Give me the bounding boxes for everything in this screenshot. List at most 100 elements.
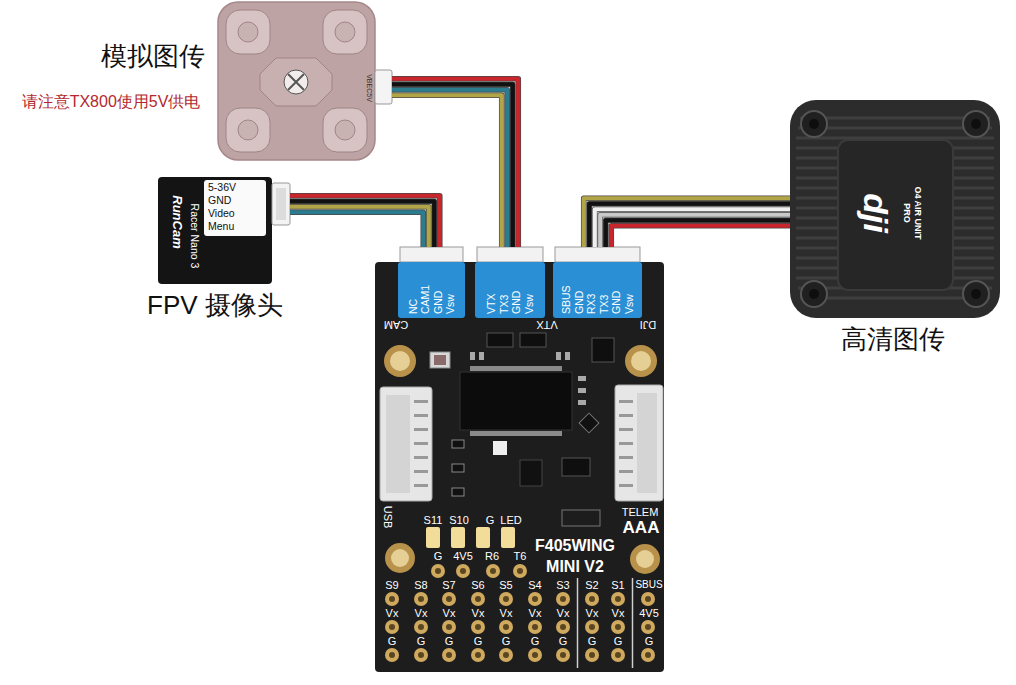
flight-controller-drawing-part	[414, 620, 428, 634]
vtx-module-drawing-part	[238, 22, 258, 42]
text-holder: Vsw	[523, 294, 535, 314]
flight-controller-drawing-part	[385, 592, 399, 606]
wire	[606, 220, 790, 247]
flight-controller-drawing-part	[442, 592, 456, 606]
text-holder: Vx	[472, 607, 485, 620]
text-holder: Vx	[415, 607, 428, 620]
pad-name: R6	[485, 550, 499, 563]
flight-controller-drawing-part	[631, 351, 651, 371]
flight-controller-drawing-part	[470, 366, 562, 371]
vtx-module-drawing-part	[335, 120, 355, 140]
flight-controller-drawing-part	[619, 414, 633, 417]
pin-name: Menu	[208, 220, 234, 232]
text-holder: TX3	[498, 295, 510, 314]
text-holder: S11	[424, 514, 443, 527]
wire	[392, 79, 518, 247]
text-holder: SBUS	[635, 579, 662, 591]
pin-name: SBUS	[560, 285, 572, 314]
flight-controller-drawing-part	[414, 648, 428, 662]
fpv-camera-drawing-part	[276, 188, 286, 220]
flight-controller-drawing-part	[385, 543, 415, 573]
text-holder: GND	[208, 194, 231, 206]
flight-controller-drawing-part	[578, 400, 586, 405]
pad-name: S11	[424, 514, 443, 527]
pad-name: Vx	[415, 607, 428, 620]
pin-name: GND	[432, 291, 444, 314]
flight-controller-drawing-part	[578, 388, 586, 393]
brand-logo: dji	[859, 193, 893, 233]
vtx-module-drawing	[218, 2, 392, 160]
text-holder: Video	[208, 207, 235, 219]
flight-controller-drawing-part	[585, 620, 599, 634]
flight-controller-drawing-part	[555, 247, 640, 262]
flight-controller-drawing-part	[562, 458, 590, 476]
pin-name: GND	[510, 291, 522, 314]
wire	[392, 84, 513, 247]
flight-controller-drawing-part	[452, 488, 464, 496]
pad-name: S7	[442, 579, 455, 592]
warning-note: 请注意TX800使用5V供电	[22, 93, 201, 111]
pad-name: Vx	[386, 607, 399, 620]
hd-video-unit-drawing-part	[809, 119, 819, 129]
flight-controller-drawing-part	[577, 578, 579, 668]
vtx-connector: VTXTX3GNDVsw	[475, 247, 545, 318]
pad-name: 4V5	[639, 607, 659, 620]
text-holder: Vx	[557, 607, 570, 620]
text-holder: G	[486, 514, 495, 527]
text-holder: AAA	[623, 518, 660, 538]
flight-controller-drawing-part	[556, 352, 561, 360]
pad-name: Vx	[586, 607, 599, 620]
text-holder: S3	[556, 579, 569, 592]
flight-controller-drawing-part	[528, 620, 542, 634]
flight-controller-drawing-part	[414, 414, 428, 417]
pad-name: Vx	[443, 607, 456, 620]
pad-name: S6	[471, 579, 484, 592]
wire-outline	[606, 220, 790, 247]
flight-controller-drawing-part	[476, 527, 490, 548]
text-holder: FPV 摄像头	[147, 291, 283, 321]
vtx-module-drawing-part	[284, 70, 308, 94]
pad-name: S10	[449, 514, 469, 527]
hd-video-unit-drawing-part	[801, 281, 827, 307]
text-holder: G	[588, 635, 597, 648]
flight-controller-board: NCCAM1GNDVswVTXTX3GNDVswSBUSGNDRX3TX3GND…	[375, 262, 664, 672]
text-holder: S2	[585, 579, 598, 592]
flight-controller-drawing-part	[471, 648, 485, 662]
text-holder: TX3	[598, 295, 610, 314]
text-holder: G	[614, 635, 623, 648]
flight-controller-drawing-part	[470, 352, 475, 360]
wire-outline	[392, 84, 513, 247]
text-holder: G	[502, 635, 511, 648]
text-holder: Vx	[529, 607, 542, 620]
text-holder: O4 AIR UNIT PRO	[901, 178, 923, 248]
wire	[290, 207, 429, 247]
flight-controller-drawing-part	[451, 527, 465, 548]
pin-name: CAM1	[419, 285, 431, 314]
wire-outline	[584, 198, 790, 247]
text-holder: RunCam	[170, 195, 185, 248]
text-holder: S7	[442, 579, 455, 592]
fpv-camera: 5-36VGNDVideoMenuFPV 摄像头RunCamRacer Nano…	[158, 177, 290, 284]
flight-controller-drawing-part	[456, 564, 470, 578]
flight-controller-drawing-part	[442, 648, 456, 662]
wire	[392, 95, 502, 247]
vtx-module-drawing-part	[226, 10, 270, 54]
pin-name: GND	[208, 194, 231, 206]
flight-controller-drawing-part	[499, 592, 513, 606]
wire	[392, 90, 507, 247]
flight-controller-drawing-part	[487, 333, 513, 347]
hd-video-unit: 高清图传djiO4 AIR UNIT PRO	[790, 100, 1000, 318]
wire-outline	[290, 201, 434, 247]
wire-bundle	[392, 79, 518, 247]
pin-name: GND	[610, 291, 622, 314]
board-name: F405WING MINI V2	[525, 536, 625, 578]
flight-controller-drawing-part	[486, 564, 500, 578]
wire	[290, 201, 434, 247]
pad-name: G	[388, 635, 397, 648]
text-holder: S9	[385, 579, 398, 592]
text-holder: Vsw	[623, 294, 635, 314]
fpv-camera-drawing-part	[158, 177, 272, 284]
flight-controller-drawing-part	[479, 352, 484, 360]
